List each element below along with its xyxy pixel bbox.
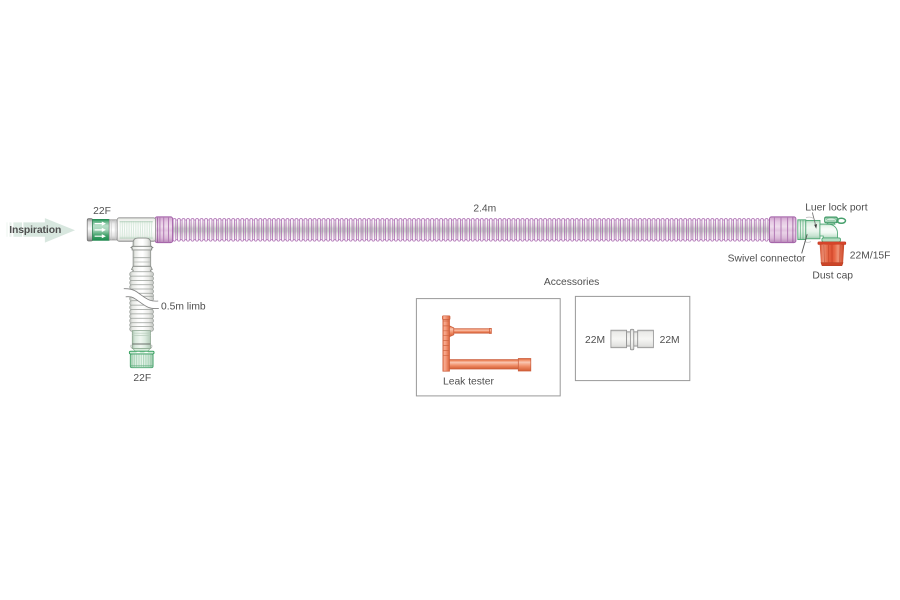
- svg-text:22M: 22M: [585, 335, 605, 346]
- svg-text:Inspiration: Inspiration: [9, 225, 61, 236]
- svg-text:Accessories: Accessories: [544, 277, 600, 288]
- svg-text:0.5m limb: 0.5m limb: [161, 301, 206, 312]
- svg-text:22F: 22F: [93, 206, 111, 217]
- svg-text:22F: 22F: [133, 373, 151, 384]
- svg-text:Leak tester: Leak tester: [443, 377, 495, 388]
- svg-text:22M/15F: 22M/15F: [850, 250, 891, 261]
- svg-text:22M: 22M: [660, 335, 680, 346]
- svg-text:Swivel connector: Swivel connector: [728, 253, 806, 264]
- svg-text:Luer lock port: Luer lock port: [805, 203, 868, 214]
- svg-text:2.4m: 2.4m: [473, 203, 496, 214]
- svg-text:Dust cap: Dust cap: [812, 270, 853, 281]
